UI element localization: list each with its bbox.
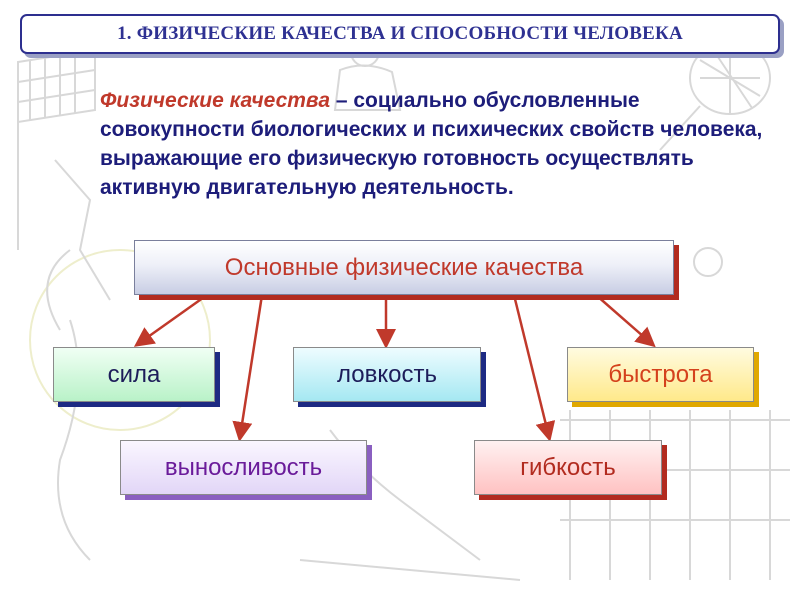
definition-term: Физические качества xyxy=(100,89,331,112)
arrow-to-vynoslivost xyxy=(232,294,264,442)
quality-label-vynoslivost: выносливость xyxy=(164,453,323,481)
main-qualities-box: Основные физические качества xyxy=(134,240,674,295)
quality-label-sila: сила xyxy=(107,360,161,388)
definition-paragraph: Физические качества – социально обусловл… xyxy=(100,86,765,202)
definition-text: – социально обусловленные совокупности б… xyxy=(100,89,763,199)
quality-label-gibkost: гибкость xyxy=(520,453,616,481)
slide-title-bar: 1. ФИЗИЧЕСКИЕ КАЧЕСТВА И СПОСОБНОСТИ ЧЕЛ… xyxy=(20,14,780,54)
quality-box-bystrota: быстрота xyxy=(567,347,754,402)
quality-box-sila: сила xyxy=(53,347,215,402)
quality-box-lovkost: ловкость xyxy=(293,347,481,402)
arrow-to-gibkost xyxy=(512,294,556,442)
quality-label-bystrota: быстрота xyxy=(608,360,713,388)
quality-box-gibkost: гибкость xyxy=(474,440,662,495)
main-qualities-label: Основные физические качества xyxy=(224,253,584,281)
slide-title: 1. ФИЗИЧЕСКИЕ КАЧЕСТВА И СПОСОБНОСТИ ЧЕЛ… xyxy=(117,23,683,44)
arrow-to-bystrota xyxy=(595,294,656,348)
arrow-to-sila xyxy=(133,293,208,347)
quality-label-lovkost: ловкость xyxy=(337,360,437,388)
quality-box-vynoslivost: выносливость xyxy=(120,440,367,495)
